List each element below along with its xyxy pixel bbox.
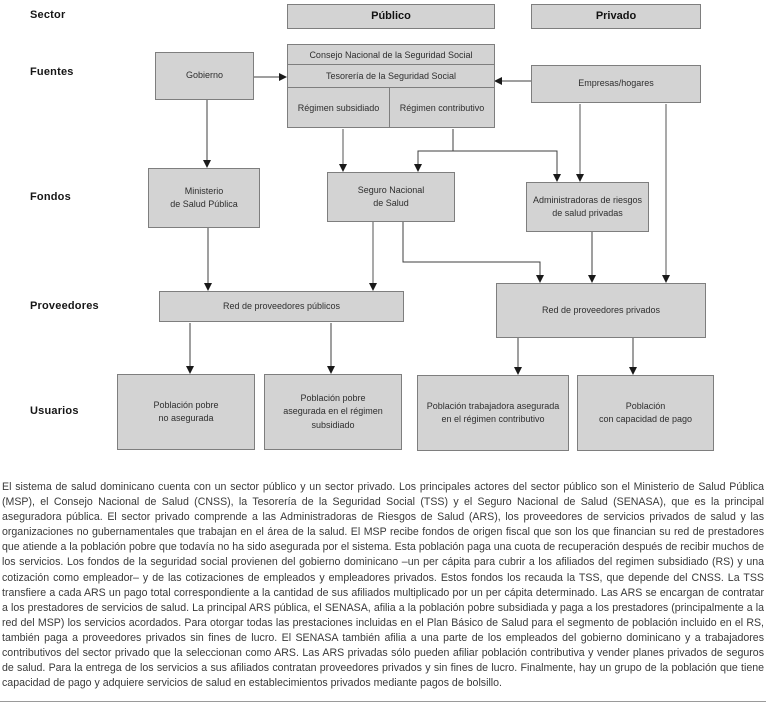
node-poblacion-contributiva: Población trabajadora asegurada en el ré… bbox=[417, 375, 569, 451]
node-regimen-subsidiado: Régimen subsidiado bbox=[288, 88, 390, 127]
connector-lines bbox=[186, 73, 670, 375]
node-regimen-contributivo: Régimen contributivo bbox=[399, 102, 485, 113]
node-cnss: Consejo Nacional de la Seguridad Social bbox=[288, 45, 494, 65]
arrow-sns-to-red-privados bbox=[402, 222, 544, 283]
node-sector-publico: Público bbox=[287, 4, 495, 29]
node-seguro-nacional-salud: Seguro Nacional de Salud bbox=[327, 172, 455, 222]
node-poblacion-no-asegurada: Población pobre no asegurada bbox=[117, 374, 255, 450]
row-label-fondos: Fondos bbox=[30, 191, 71, 203]
node-tss: Tesorería de la Seguridad Social bbox=[288, 65, 494, 88]
node-poblacion-subsidiada: Población pobre asegurada en el régimen … bbox=[264, 374, 402, 450]
node-poblacion-capacidad-pago: Población con capacidad de pago bbox=[577, 375, 714, 451]
node-sector-privado: Privado bbox=[531, 4, 701, 29]
node-ministerio-salud-publica: Ministerio de Salud Pública bbox=[148, 168, 260, 228]
node-seguridad-social-group: Consejo Nacional de la Seguridad Social … bbox=[287, 44, 495, 128]
row-label-proveedores: Proveedores bbox=[30, 300, 99, 312]
row-label-usuarios: Usuarios bbox=[30, 405, 79, 417]
node-gobierno: Gobierno bbox=[155, 52, 254, 100]
node-administradoras-riesgos: Administradoras de riesgos de salud priv… bbox=[526, 182, 649, 232]
node-empresas-hogares: Empresas/hogares bbox=[531, 65, 701, 103]
node-red-proveedores-privados: Red de proveedores privados bbox=[496, 283, 706, 338]
arrow-contributivo-to-administradoras bbox=[453, 150, 561, 182]
row-label-fuentes: Fuentes bbox=[30, 66, 74, 78]
row-label-sector: Sector bbox=[30, 9, 66, 21]
bottom-divider bbox=[0, 701, 766, 702]
figure-caption: El sistema de salud dominicano cuenta co… bbox=[2, 481, 764, 690]
arrow-contributivo-to-sns bbox=[414, 129, 454, 172]
node-red-proveedores-publicos: Red de proveedores públicos bbox=[159, 291, 404, 322]
